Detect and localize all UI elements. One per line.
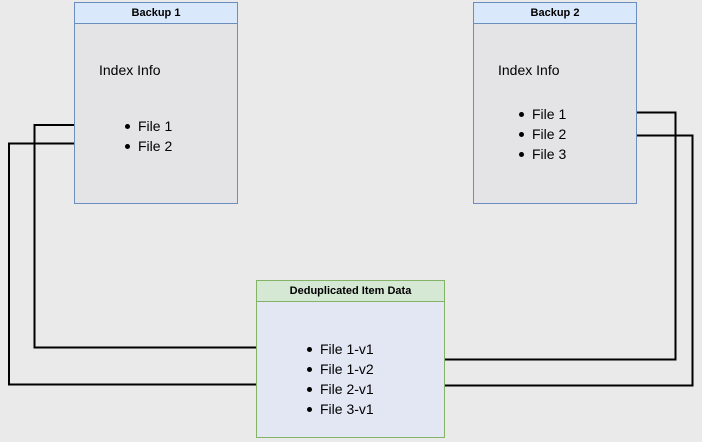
backup-2-index-label: Index Info — [498, 62, 560, 78]
list-item[interactable]: File 2-v1 — [305, 379, 374, 399]
backup-2-box[interactable]: Backup 2 Index Info File 1 File 2 File 3 — [473, 2, 637, 204]
backup-1-body: Index Info File 1 File 2 — [75, 24, 237, 203]
backup-1-index-label: Index Info — [99, 62, 161, 78]
list-item[interactable]: File 1-v1 — [305, 339, 374, 359]
list-item[interactable]: File 3 — [517, 144, 566, 164]
backup-1-title: Backup 1 — [75, 3, 237, 24]
backup-2-file-list: File 1 File 2 File 3 — [517, 104, 566, 164]
deduplicated-item-data-body: File 1-v1 File 1-v2 File 2-v1 File 3-v1 — [257, 302, 444, 437]
list-item[interactable]: File 1 — [517, 104, 566, 124]
deduplicated-item-data-box[interactable]: Deduplicated Item Data File 1-v1 File 1-… — [256, 280, 445, 438]
backup-2-body: Index Info File 1 File 2 File 3 — [474, 24, 636, 203]
list-item[interactable]: File 1 — [123, 116, 172, 136]
backup-1-box[interactable]: Backup 1 Index Info File 1 File 2 — [74, 2, 238, 204]
deduplicated-item-data-title: Deduplicated Item Data — [257, 281, 444, 302]
backup-2-title: Backup 2 — [474, 3, 636, 24]
list-item[interactable]: File 2 — [517, 124, 566, 144]
list-item[interactable]: File 3-v1 — [305, 399, 374, 419]
list-item[interactable]: File 2 — [123, 136, 172, 156]
backup-1-file-list: File 1 File 2 — [123, 116, 172, 156]
dedup-item-list: File 1-v1 File 1-v2 File 2-v1 File 3-v1 — [305, 339, 374, 419]
list-item[interactable]: File 1-v2 — [305, 359, 374, 379]
